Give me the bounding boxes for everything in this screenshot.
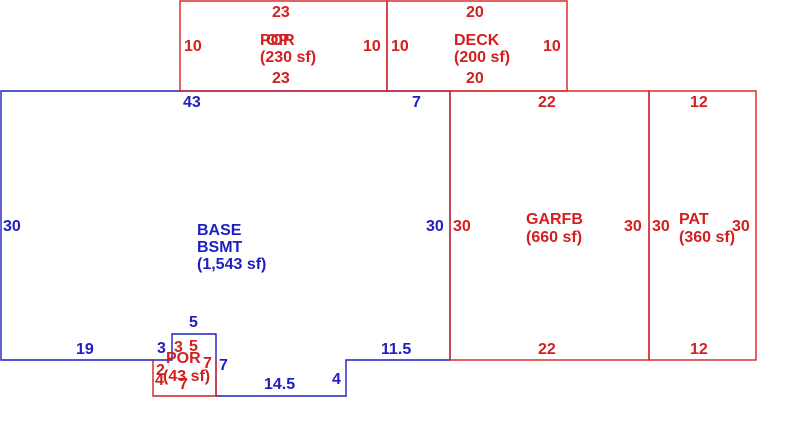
base-dim-bottom-step: 4 (332, 371, 341, 388)
pat-name: PAT (679, 211, 709, 228)
base-dim-bottom-left: 19 (76, 341, 94, 358)
base-subname: BSMT (197, 239, 243, 256)
base-dim-bottom-right: 11.5 (381, 341, 411, 358)
base-dim-bottom-mid: 14.5 (264, 376, 295, 393)
por-top-dim-top: 23 (272, 4, 290, 21)
pat-dim-bottom: 12 (690, 341, 708, 358)
pat-dim-top: 12 (690, 94, 708, 111)
pat-area: (360 sf) (679, 229, 735, 246)
pat-dim-left: 30 (652, 218, 670, 235)
por-top-dim-bottom: 23 (272, 70, 290, 87)
pat-outline (648, 90, 757, 361)
deck-dim-top: 20 (466, 4, 484, 21)
deck-name: DECK (454, 32, 500, 49)
por-top-area: (230 sf) (260, 49, 316, 66)
base-dim-step-top: 5 (189, 314, 198, 331)
garfb-dim-left: 30 (453, 218, 471, 235)
base-dim-top-left: 43 (183, 94, 201, 111)
por-top-overlap-label: OP (266, 32, 289, 49)
por-small-dim-left-a: 2 (156, 362, 165, 379)
garfb-area: (660 sf) (526, 229, 582, 246)
base-dim-left: 30 (3, 218, 21, 235)
garfb-dim-top: 22 (538, 94, 556, 111)
base-dim-right: 30 (426, 218, 444, 235)
deck-area: (200 sf) (454, 49, 510, 66)
por-small-dim-top-a: 3 (174, 339, 183, 356)
base-area: (1,543 sf) (197, 256, 266, 273)
por-small-outline (152, 360, 217, 397)
base-dim-top-right: 7 (412, 94, 421, 111)
base-outline (0, 90, 451, 397)
por-small-name: POR (166, 350, 201, 367)
por-top-dim-right: 10 (363, 38, 381, 55)
deck-dim-right: 10 (543, 38, 561, 55)
por-top-dim-left: 10 (184, 38, 202, 55)
por-small-dim-top-b: 5 (189, 338, 198, 355)
base-dim-step-left: 3 (157, 340, 166, 357)
base-dim-step-right: 7 (219, 357, 228, 374)
garfb-dim-bottom: 22 (538, 341, 556, 358)
deck-dim-left: 10 (391, 38, 409, 55)
deck-dim-bottom: 20 (466, 70, 484, 87)
garfb-name: GARFB (526, 211, 583, 228)
base-name: BASE (197, 222, 242, 239)
por-small-area: (43 sf) (163, 368, 210, 385)
garfb-dim-right: 30 (624, 218, 642, 235)
por-small-dim-bottom: 7 (179, 376, 188, 393)
por-small-dim-left-b: 4 (155, 372, 164, 389)
por-small-dim-right: 7 (203, 355, 212, 372)
pat-dim-right: 30 (732, 218, 750, 235)
por-top-name: POR (260, 32, 295, 49)
